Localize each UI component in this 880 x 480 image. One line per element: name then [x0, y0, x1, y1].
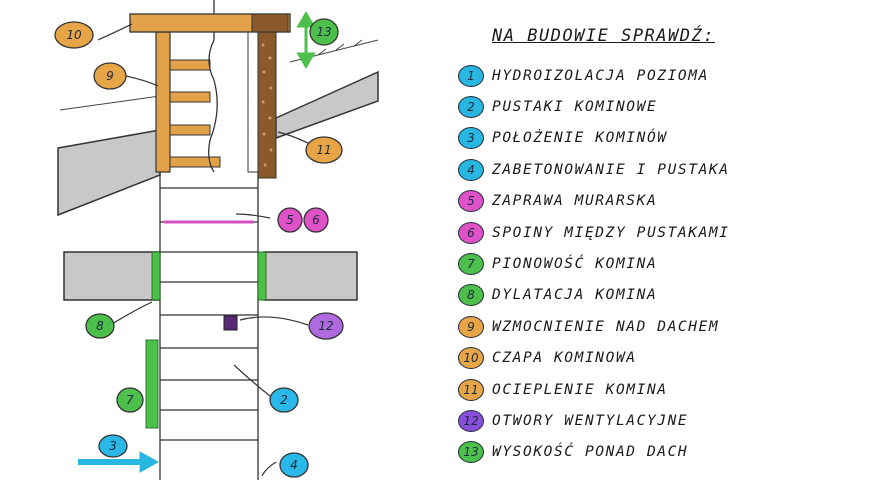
legend-text: SPOINY MIĘDZY PUSTAKAMI [492, 224, 730, 241]
legend-item: 5 ZAPRAWA MURARSKA [458, 186, 873, 217]
legend-text: WYSOKOŚĆ PONAD DACH [492, 444, 689, 461]
legend-item: 3 POŁOŻENIE KOMINÓW [458, 123, 873, 154]
chimney-diagram: 10 13 9 11 5 6 8 12 7 2 3 4 [54, 0, 379, 480]
legend-text: ZAPRAWA MURARSKA [492, 193, 658, 210]
badge-9: 9 [93, 62, 127, 90]
legend-item: 1 HYDROIZOLACJA POZIOMA [458, 60, 873, 91]
legend-text: DYLATACJA KOMINA [492, 287, 658, 304]
floor-slab-left [63, 251, 160, 301]
legend-item: 7 PIONOWOŚĆ KOMINA [458, 248, 873, 279]
legend-item: 11 OCIEPLENIE KOMINA [458, 374, 873, 405]
svg-text:11: 11 [316, 143, 331, 157]
legend-text: ZABETONOWANIE I PUSTAKA [492, 161, 730, 178]
badge-5: 5 [277, 207, 303, 233]
cut-line [208, 0, 218, 173]
legend-text: POŁOŻENIE KOMINÓW [492, 130, 668, 147]
svg-text:3: 3 [109, 439, 117, 453]
legend-badge: 9 [458, 315, 484, 338]
insulation-pattern [261, 43, 273, 167]
legend-badge: 1 [458, 64, 484, 87]
roof-slab-right [275, 70, 379, 140]
legend-item: 10 CZAPA KOMINOWA [458, 343, 873, 374]
position-arrow [78, 451, 160, 473]
legend-text: OCIEPLENIE KOMINA [492, 381, 668, 398]
wood-ladder-rungs [169, 59, 221, 168]
svg-text:4: 4 [290, 458, 298, 472]
badge-4: 4 [279, 452, 309, 478]
legend-item: 12 OTWORY WENTYLACYJNE [458, 405, 873, 436]
svg-text:9: 9 [106, 69, 114, 83]
svg-text:6: 6 [312, 213, 320, 227]
legend-badge: 12 [458, 409, 484, 432]
legend-badge: 5 [458, 190, 484, 213]
legend: NA BUDOWIE SPRAWDŹ: 1 HYDROIZOLACJA POZIO… [458, 26, 873, 468]
legend-item: 6 SPOINY MIĘDZY PUSTAKAMI [458, 217, 873, 248]
legend-badge: 4 [458, 158, 484, 181]
vent-opening [223, 315, 238, 331]
chimney-cap [129, 13, 291, 33]
badge-8: 8 [85, 313, 115, 339]
badge-7: 7 [116, 387, 144, 413]
legend-item: 8 DYLATACJA KOMINA [458, 280, 873, 311]
legend-title: NA BUDOWIE SPRAWDŹ: [492, 26, 715, 46]
legend-item: 9 WZMOCNIENIE NAD DACHEM [458, 311, 873, 342]
badge-6: 6 [303, 207, 329, 233]
legend-text: HYDROIZOLACJA POZIOMA [492, 67, 709, 84]
legend-item: 4 ZABETONOWANIE I PUSTAKA [458, 154, 873, 185]
legend-item: 2 PUSTAKI KOMINOWE [458, 91, 873, 122]
insulation [257, 29, 277, 179]
leader-lines [97, 23, 319, 477]
dilatation-right [257, 251, 267, 301]
legend-text: PIONOWOŚĆ KOMINA [492, 256, 658, 273]
svg-text:12: 12 [318, 319, 333, 333]
chimney-wall [247, 29, 259, 173]
verticality-bar [145, 339, 159, 429]
legend-badge: 7 [458, 253, 484, 276]
legend-badge: 10 [458, 347, 484, 370]
badge-2: 2 [269, 387, 299, 413]
legend-text: CZAPA KOMINOWA [492, 350, 637, 367]
svg-text:8: 8 [96, 319, 104, 333]
legend-badge: 13 [458, 441, 484, 464]
badge-13: 13 [309, 18, 339, 46]
svg-text:10: 10 [66, 28, 82, 42]
cap-insulation-end [251, 13, 289, 33]
chimney-shaft [159, 170, 259, 480]
roof-slab [57, 129, 161, 217]
legend-text: PUSTAKI KOMINOWE [492, 99, 658, 116]
svg-text:13: 13 [316, 25, 331, 39]
badge-3: 3 [98, 434, 128, 458]
legend-text: WZMOCNIENIE NAD DACHEM [492, 318, 720, 335]
badge-10: 10 [54, 21, 94, 49]
legend-list: 1 HYDROIZOLACJA POZIOMA 2 PUSTAKI KOMINOWE 3… [458, 60, 873, 468]
floor-slab-right [263, 251, 358, 301]
badge-11: 11 [305, 136, 343, 164]
legend-badge: 6 [458, 221, 484, 244]
svg-text:2: 2 [280, 393, 288, 407]
legend-badge: 2 [458, 96, 484, 119]
svg-text:7: 7 [126, 393, 134, 407]
svg-text:5: 5 [286, 213, 294, 227]
legend-badge: 8 [458, 284, 484, 307]
legend-text: OTWORY WENTYLACYJNE [492, 412, 689, 429]
legend-item: 13 WYSOKOŚĆ PONAD DACH [458, 437, 873, 468]
legend-badge: 3 [458, 127, 484, 150]
legend-badge: 11 [458, 378, 484, 401]
height-arrow [296, 11, 316, 69]
dilatation-left [151, 251, 161, 301]
badge-12: 12 [308, 312, 344, 340]
wood-post-left [155, 31, 171, 173]
